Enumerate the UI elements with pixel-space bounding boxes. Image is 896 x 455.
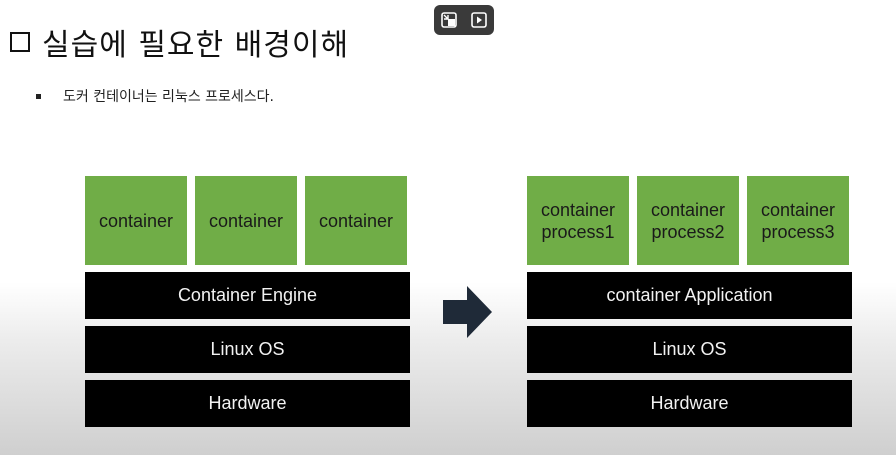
slide-title: 실습에 필요한 배경이해 bbox=[10, 18, 349, 66]
left-container-box: container bbox=[85, 176, 187, 265]
left-hardware-layer: Hardware bbox=[85, 380, 410, 427]
bullet-item: 도커 컨테이너는 리눅스 프로세스다. bbox=[36, 86, 274, 106]
right-hardware-layer: Hardware bbox=[527, 380, 852, 427]
right-arrow-icon bbox=[443, 286, 493, 342]
right-stack: container process1 container process2 co… bbox=[527, 176, 852, 427]
right-container-process-box: container process2 bbox=[637, 176, 739, 265]
right-linux-os-layer: Linux OS bbox=[527, 326, 852, 373]
left-container-box: container bbox=[305, 176, 407, 265]
right-container-application-layer: container Application bbox=[527, 272, 852, 319]
left-container-row: container container container bbox=[85, 176, 410, 265]
slide-title-text: 실습에 필요한 배경이해 bbox=[42, 28, 350, 63]
play-in-window-icon[interactable] bbox=[468, 9, 490, 31]
bullet-dot-icon bbox=[36, 93, 41, 99]
video-overlay-controls bbox=[434, 5, 494, 35]
minimize-player-icon[interactable] bbox=[438, 9, 460, 31]
left-container-box: container bbox=[195, 176, 297, 265]
right-container-process-box: container process1 bbox=[527, 176, 629, 265]
left-container-engine-layer: Container Engine bbox=[85, 272, 410, 319]
right-container-row: container process1 container process2 co… bbox=[527, 176, 852, 265]
checkbox-square-icon bbox=[10, 32, 30, 52]
left-stack: container container container Container … bbox=[85, 176, 410, 427]
bullet-text: 도커 컨테이너는 리눅스 프로세스다. bbox=[63, 89, 274, 105]
left-linux-os-layer: Linux OS bbox=[85, 326, 410, 373]
right-container-process-box: container process3 bbox=[747, 176, 849, 265]
